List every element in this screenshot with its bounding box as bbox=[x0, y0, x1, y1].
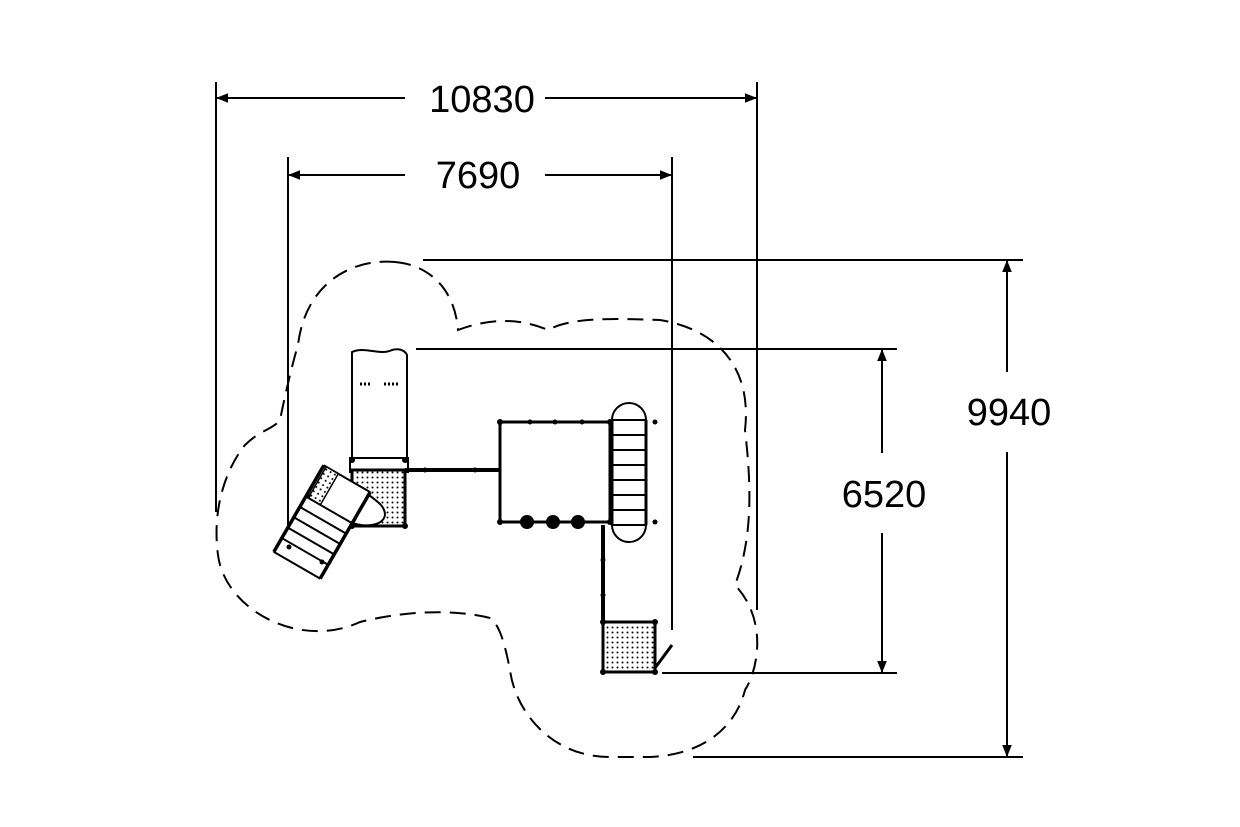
stepping-pod bbox=[520, 515, 534, 529]
dimension-overall-width: 10830 bbox=[215, 79, 758, 610]
dimension-structure-depth: 6520 bbox=[416, 348, 927, 674]
dimension-structure-width: 7690 bbox=[287, 155, 673, 630]
deck-exit-rail bbox=[653, 644, 674, 669]
overhead-ladder bbox=[610, 402, 648, 543]
stepping-pod bbox=[546, 515, 560, 529]
middle-platform bbox=[498, 420, 612, 524]
posts bbox=[286, 419, 658, 675]
stepping-pod bbox=[571, 515, 585, 529]
dimension-overall-depth: 9940 bbox=[423, 259, 1052, 758]
structure-depth-label: 6520 bbox=[842, 474, 927, 516]
slide-chute bbox=[351, 348, 408, 461]
structure-width-label: 7690 bbox=[436, 155, 521, 197]
overall-depth-label: 9940 bbox=[967, 392, 1052, 434]
safety-zone-outline bbox=[215, 260, 759, 758]
deck-bottom bbox=[601, 620, 657, 674]
slide bbox=[349, 348, 409, 473]
play-structure bbox=[272, 348, 674, 675]
overall-width-label: 10830 bbox=[429, 79, 535, 121]
stairs bbox=[272, 464, 372, 580]
